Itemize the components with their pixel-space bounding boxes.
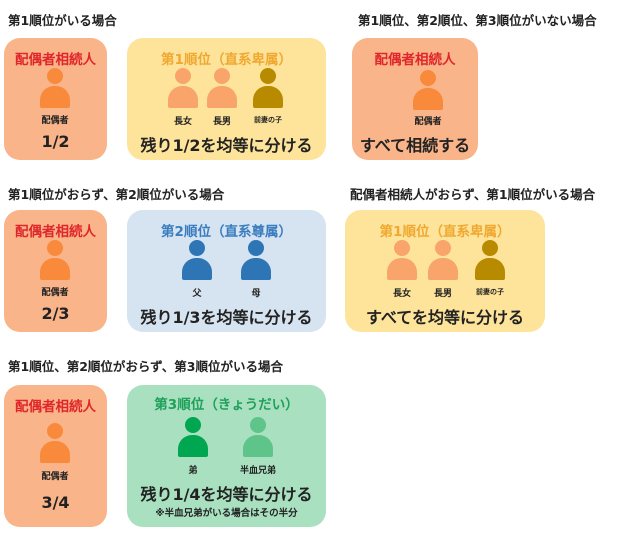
spouse-share: 3/4	[41, 493, 70, 512]
person-label: 配偶者	[41, 288, 69, 298]
group-title: 第3順位（きょうだい）	[154, 397, 299, 413]
person-icon	[428, 240, 458, 280]
person-label: 父	[192, 289, 202, 299]
rank1-box: 第1順位（直系卑属） 長女 長男 前妻の子 すべてを均等に分ける	[345, 210, 545, 332]
person-icon	[387, 240, 417, 280]
spouse-share: 1/2	[41, 132, 70, 151]
person-icon	[168, 68, 198, 108]
group-title: 第1順位（直系卑属）	[161, 52, 292, 68]
group-title: 第2順位（直系尊属）	[161, 224, 292, 240]
person-label: 配偶者	[41, 472, 69, 482]
person-label: 配偶者	[41, 116, 69, 126]
person-icon	[241, 240, 271, 280]
share-text: 残り1/2を均等に分ける	[140, 136, 313, 155]
person-label: 長男	[433, 289, 453, 299]
spouse-title: 配偶者相続人	[15, 399, 96, 415]
person-label: 長女	[173, 117, 193, 127]
person-icon	[40, 423, 70, 463]
rank3-box: 第3順位（きょうだい） 弟 半血兄弟 残り1/4を均等に分ける ※半血兄弟がいる…	[127, 385, 326, 527]
section-heading: 第1順位、第2順位がおらず、第3順位がいる場合	[8, 359, 283, 374]
share-text: 残り1/3を均等に分ける	[140, 308, 313, 327]
person-icon	[40, 240, 70, 280]
person-icon	[207, 68, 237, 108]
share-text: 残り1/4を均等に分ける	[140, 485, 313, 504]
section-heading: 第1順位がいる場合	[8, 13, 117, 28]
person-label: 前妻の子	[254, 116, 282, 124]
person-icon	[475, 240, 505, 280]
spouse-box: 配偶者相続人 配偶者 2/3	[4, 210, 107, 332]
section-heading: 配偶者相続人がおらず、第1順位がいる場合	[350, 187, 596, 202]
spouse-box: 配偶者相続人 配偶者 1/2	[4, 38, 107, 160]
person-icon	[178, 417, 208, 457]
rank1-box: 第1順位（直系卑属） 長女 長男 前妻の子 残り1/2を均等に分ける	[127, 38, 326, 160]
spouse-box: 配偶者相続人 配偶者 すべて相続する	[352, 38, 478, 160]
person-label: 長男	[212, 117, 232, 127]
person-label: 配偶者	[414, 117, 442, 127]
share-text: すべて相続する	[359, 136, 471, 155]
share-text: すべてを均等に分ける	[366, 308, 524, 327]
person-icon	[40, 68, 70, 108]
spouse-title: 配偶者相続人	[15, 224, 96, 240]
note-text: ※半血兄弟がいる場合はその半分	[155, 508, 298, 519]
rank2-box: 第2順位（直系尊属） 父 母 残り1/3を均等に分ける	[127, 210, 326, 332]
person-label: 前妻の子	[476, 288, 504, 296]
section-heading: 第1順位がおらず、第2順位がいる場合	[8, 187, 225, 202]
person-label: 長女	[392, 289, 412, 299]
person-icon	[253, 68, 283, 108]
spouse-title: 配偶者相続人	[374, 52, 456, 68]
person-label: 半血兄弟	[239, 466, 277, 476]
person-icon	[243, 417, 273, 457]
person-label: 母	[251, 289, 261, 299]
section-heading: 第1順位、第2順位、第3順位がいない場合	[358, 13, 597, 28]
person-icon	[182, 240, 212, 280]
person-label: 弟	[188, 466, 198, 476]
spouse-share: 2/3	[41, 304, 70, 323]
spouse-box: 配偶者相続人 配偶者 3/4	[4, 385, 107, 527]
person-icon	[413, 70, 443, 110]
group-title: 第1順位（直系卑属）	[379, 224, 511, 240]
spouse-title: 配偶者相続人	[15, 52, 96, 68]
